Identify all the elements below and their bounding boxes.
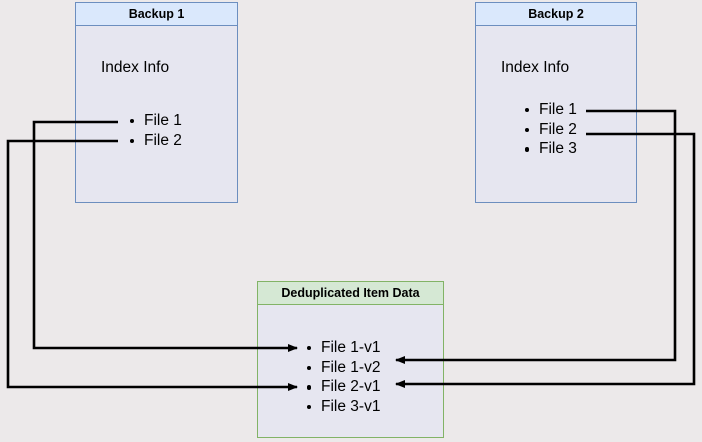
list-item[interactable]: File 1-v1 [306,338,380,358]
node-dedup-body: File 1-v1 File 1-v2 File 2-v1 File 3-v1 [257,305,444,438]
list-item[interactable]: File 1-v2 [306,358,380,378]
node-backup2-body: Index Info File 1 File 2 File 3 [475,26,637,203]
list-item[interactable]: File 1 [129,111,182,131]
list-item[interactable]: File 2 [129,131,182,151]
node-backup1-file-list: File 1 File 2 [129,111,182,150]
node-backup2[interactable]: Backup 2 Index Info File 1 File 2 File 3 [475,2,637,203]
list-item[interactable]: File 2 [524,120,577,140]
node-backup1[interactable]: Backup 1 Index Info File 1 File 2 [75,2,238,203]
node-backup2-index-label: Index Info [501,59,570,76]
node-backup2-title: Backup 2 [475,2,637,26]
node-backup1-index-label: Index Info [101,59,170,76]
node-dedup-title: Deduplicated Item Data [257,281,444,305]
node-backup1-title: Backup 1 [75,2,238,26]
list-item[interactable]: File 3-v1 [306,397,380,417]
list-item[interactable]: File 3 [524,139,577,159]
node-backup1-body: Index Info File 1 File 2 [75,26,238,203]
list-item[interactable]: File 1 [524,100,577,120]
list-item[interactable]: File 2-v1 [306,377,380,397]
node-deduplicated-item-data[interactable]: Deduplicated Item Data File 1-v1 File 1-… [257,281,444,438]
node-backup2-file-list: File 1 File 2 File 3 [524,100,577,159]
node-dedup-file-list: File 1-v1 File 1-v2 File 2-v1 File 3-v1 [306,338,380,416]
